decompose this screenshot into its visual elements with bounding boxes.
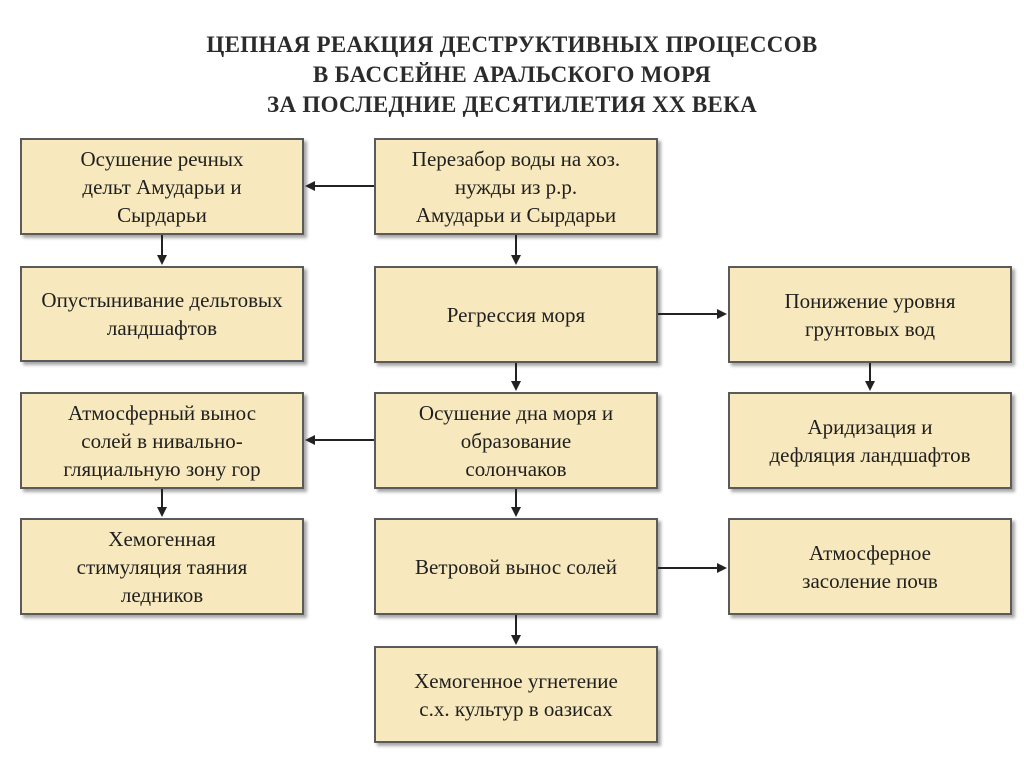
box-wind-salt: Ветровой вынос солей xyxy=(374,518,658,615)
title-line-3: ЗА ПОСЛЕДНИЕ ДЕСЯТИЛЕТИЯ XX ВЕКА xyxy=(267,92,757,117)
box-desertification: Опустынивание дельтовых ландшафтов xyxy=(20,266,304,362)
box-wind-salt-text: Ветровой вынос солей xyxy=(415,554,617,579)
diagram-title: ЦЕПНАЯ РЕАКЦИЯ ДЕСТРУКТИВНЫХ ПРОЦЕССОВ В… xyxy=(0,30,1024,120)
title-line-2: В БАССЕЙНЕ АРАЛЬСКОГО МОРЯ xyxy=(312,62,712,87)
box-water-withdrawal: Перезабор воды на хоз.нужды из р.р.Амуда… xyxy=(374,138,658,235)
title-line-1: ЦЕПНАЯ РЕАКЦИЯ ДЕСТРУКТИВНЫХ ПРОЦЕССОВ xyxy=(206,32,818,57)
box-desertification-text: Опустынивание дельтовых ландшафтов xyxy=(41,288,283,340)
box-sea-regression-text: Регрессия моря xyxy=(446,302,586,327)
box-water-withdrawal-text: Перезабор воды на хоз.нужды из р.р.Амуда… xyxy=(411,146,621,227)
box-sea-regression: Регрессия моря xyxy=(374,266,658,363)
